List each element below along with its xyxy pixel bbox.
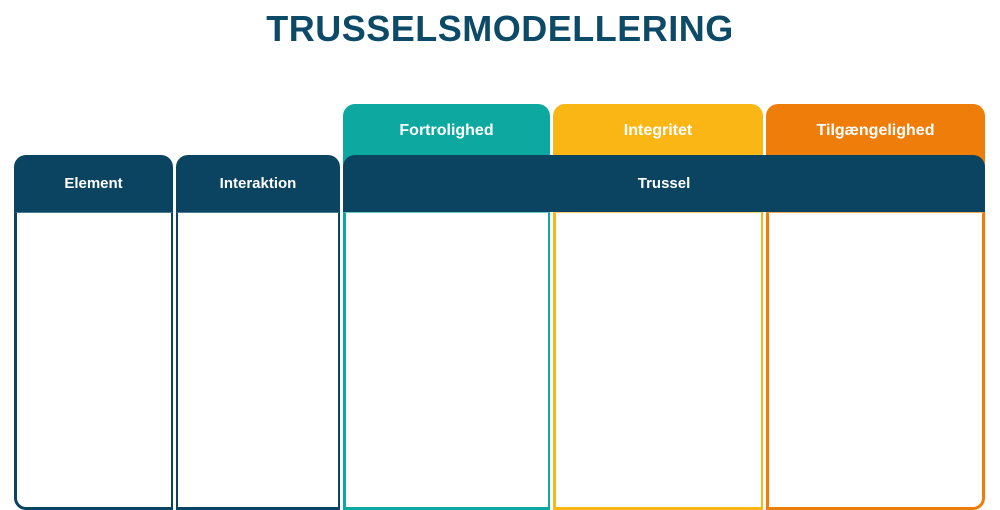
category-tab-label: Fortrolighed	[399, 122, 494, 139]
column-header-element[interactable]: Element	[14, 155, 173, 212]
column-header-label: Trussel	[637, 175, 691, 192]
column-body-integritet[interactable]	[553, 212, 763, 510]
column-body-tilgaengelighed[interactable]	[766, 212, 985, 510]
column-body-element[interactable]	[14, 212, 173, 510]
category-tab-label: Integritet	[623, 122, 693, 139]
column-header-label: Interaktion	[219, 175, 297, 192]
category-tab-label: Tilgængelighed	[816, 122, 935, 139]
page-title: TRUSSELSMODELLERING	[266, 8, 734, 49]
column-header-interaktion[interactable]: Interaktion	[176, 155, 340, 212]
column-header-label: Element	[64, 175, 123, 192]
column-body-interaktion[interactable]	[176, 212, 340, 510]
column-body-fortrolighed[interactable]	[343, 212, 550, 510]
column-header-trussel[interactable]: Trussel	[343, 155, 985, 212]
